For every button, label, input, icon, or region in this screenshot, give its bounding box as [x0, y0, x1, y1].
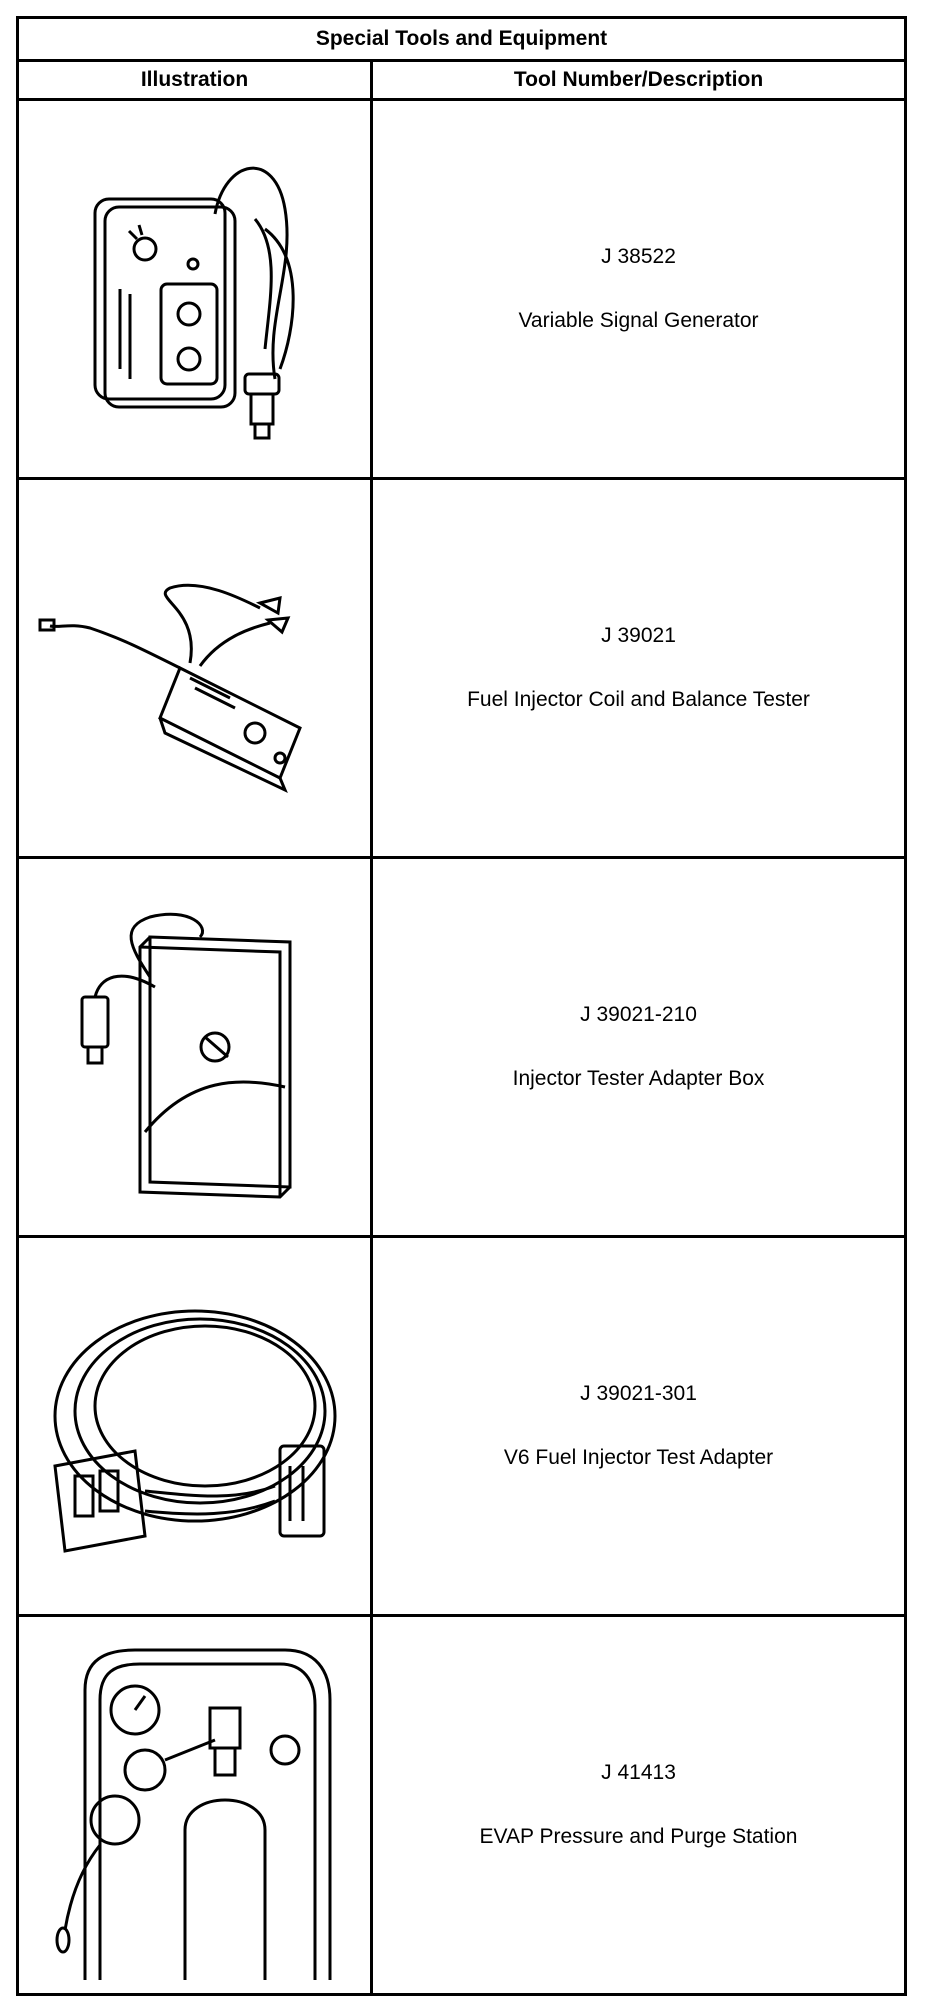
purge-station-icon: [55, 1648, 331, 1980]
tool-description-cell: J 41413 EVAP Pressure and Purge Station: [369, 1614, 908, 1996]
table-row: J 39021-210 Injector Tester Adapter Box: [16, 856, 908, 1238]
illustration-cell: [16, 98, 373, 480]
tool-number: J 39021: [601, 624, 676, 647]
tool-description-cell: J 38522 Variable Signal Generator: [369, 98, 908, 480]
tool-description: Fuel Injector Coil and Balance Tester: [467, 688, 810, 711]
illustration-cell: [16, 1614, 373, 1996]
tool-description: Injector Tester Adapter Box: [512, 1067, 765, 1090]
tool-number: J 41413: [601, 1761, 676, 1784]
tool-description-cell: J 39021-210 Injector Tester Adapter Box: [369, 856, 908, 1238]
tool-description-cell: J 39021-301 V6 Fuel Injector Test Adapte…: [369, 1235, 908, 1617]
table-row: J 38522 Variable Signal Generator: [16, 98, 908, 480]
table-row: J 39021-301 V6 Fuel Injector Test Adapte…: [16, 1235, 908, 1617]
special-tools-table: Special Tools and Equipment Illustration…: [15, 16, 908, 1996]
illustration-cell: [16, 477, 373, 859]
tool-description-cell: J 39021 Fuel Injector Coil and Balance T…: [369, 477, 908, 859]
table-title-row: Special Tools and Equipment: [15, 16, 908, 62]
table-row: J 41413 EVAP Pressure and Purge Station: [16, 1614, 908, 1996]
column-header-tool: Tool Number/Description: [369, 59, 908, 101]
signal-generator-icon: [93, 166, 295, 440]
table-title: Special Tools and Equipment: [15, 16, 908, 62]
tool-description: V6 Fuel Injector Test Adapter: [503, 1446, 774, 1469]
tool-description: EVAP Pressure and Purge Station: [479, 1825, 798, 1848]
table-row: J 39021 Fuel Injector Coil and Balance T…: [16, 477, 908, 859]
tool-description: Variable Signal Generator: [518, 309, 759, 332]
illustration-cell: [16, 1235, 373, 1617]
injector-tester-icon: [38, 583, 302, 794]
tool-number: J 38522: [601, 245, 676, 268]
tool-number: J 39021-210: [580, 1003, 697, 1026]
adapter-box-icon: [80, 912, 291, 1199]
table-header-row: Illustration Tool Number/Description: [16, 59, 908, 101]
column-header-illustration: Illustration: [16, 59, 373, 101]
illustration-cell: [16, 856, 373, 1238]
tool-number: J 39021-301: [580, 1382, 697, 1405]
test-adapter-cable-icon: [52, 1309, 336, 1553]
